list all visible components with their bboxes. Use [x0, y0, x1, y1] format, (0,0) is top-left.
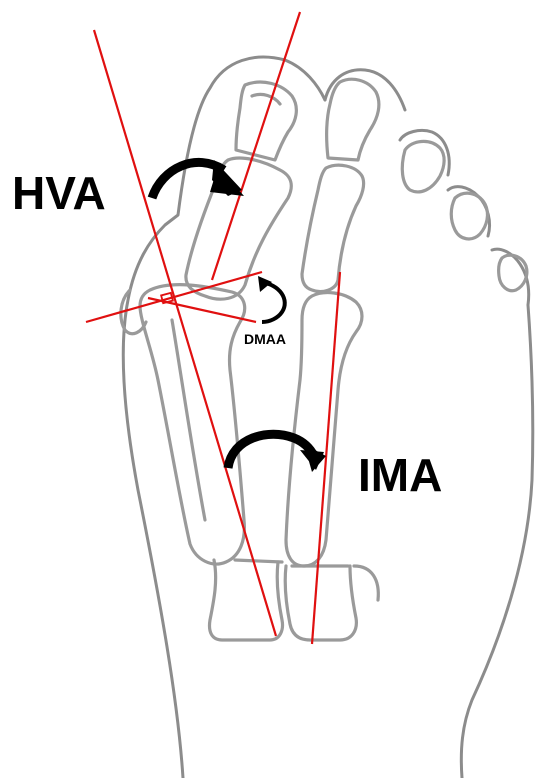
dmaa-arrow [258, 276, 285, 322]
midfoot-bones [210, 560, 379, 640]
dmaa-label: DMAA [244, 332, 286, 346]
hva-label: HVA [12, 170, 106, 216]
lesser-toes [402, 141, 527, 290]
ima-label: IMA [358, 452, 442, 498]
hallux-axis-line [212, 12, 300, 280]
ima-arrow [228, 434, 326, 472]
perpendicular-line [148, 298, 256, 322]
hva-arrow [152, 160, 244, 198]
second-metatarsal [286, 293, 362, 566]
second-toe-bones [302, 79, 379, 291]
